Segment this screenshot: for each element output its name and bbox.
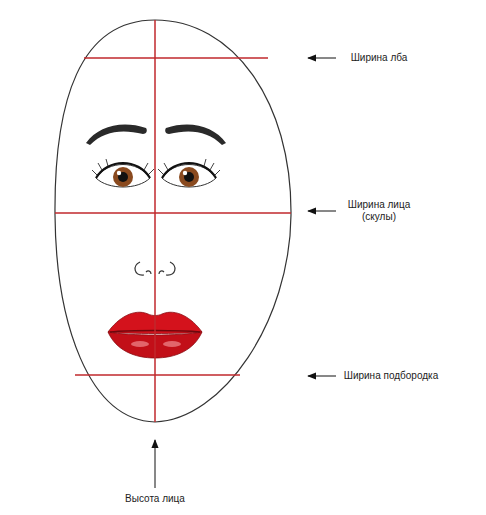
width-label: Ширина лба	[342, 52, 416, 64]
eye	[158, 159, 220, 187]
eyebrow	[86, 124, 147, 145]
eye	[92, 159, 154, 187]
width-label: Ширина лица (скулы)	[342, 199, 416, 223]
height-label: Высота лица	[100, 493, 210, 505]
measurement-lines	[55, 20, 291, 422]
face-outline	[55, 20, 291, 422]
leader-arrows	[155, 58, 336, 488]
eyebrow	[165, 124, 226, 145]
width-label: Ширина подбородка	[342, 370, 440, 382]
